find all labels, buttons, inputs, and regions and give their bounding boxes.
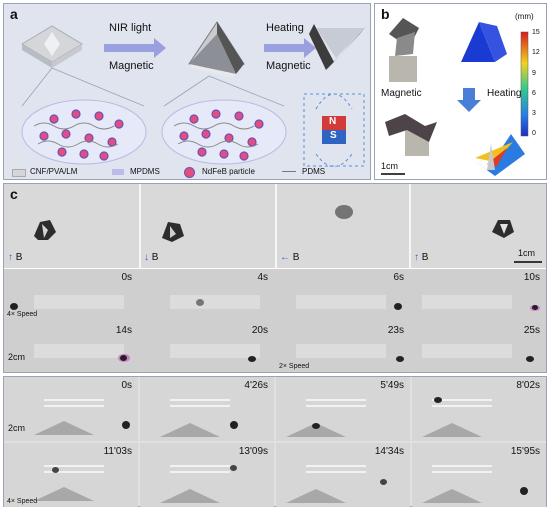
arrow-1-top-text: NIR light [109, 22, 152, 34]
robot-frame-2 [162, 222, 184, 242]
panel-e: e 0s 2cm 4'26s 5'49s 8'02s 11'03s 4× [3, 376, 547, 507]
panel-e-frame: 4'26s [140, 377, 274, 441]
timestamp: 13'09s [238, 446, 268, 457]
timestamp: 14s [115, 325, 132, 336]
timestamp: 8'02s [516, 380, 540, 391]
panel-d-frame: 10s [412, 269, 546, 320]
panel-c-frames [34, 184, 542, 268]
panel-d-frame: 14s 2cm [4, 322, 138, 372]
heating-label: Heating [487, 88, 522, 99]
timestamp: 6s [393, 272, 404, 283]
legend-item: NdFeB particle [202, 167, 255, 176]
panel-e-frame: 11'03s 4× Speed [4, 443, 138, 507]
speed-label: 4× Speed [7, 311, 38, 318]
panel-d-frame: 0s 4× Speed [4, 269, 138, 320]
panel-b-illustration [381, 18, 529, 176]
opened-shape-icon [309, 24, 366, 70]
colorbar-tick: 15 [532, 29, 540, 36]
down-arrow-icon [457, 88, 481, 112]
scale-label: 1cm [381, 161, 399, 171]
colorbar-tick: 6 [532, 90, 536, 97]
timestamp: 4s [257, 272, 268, 283]
arrow-1-bottom-text: Magnetic [109, 60, 154, 72]
panel-e-frame: 8'02s [412, 377, 546, 441]
panel-b-label: b [381, 6, 390, 22]
panel-e-frame: 5'49s [276, 377, 410, 441]
colorbar-tick: 12 [532, 49, 540, 56]
colorbar [520, 31, 529, 137]
ndfeb-particles-2 [179, 109, 264, 161]
field-label-2: ↓ B [144, 252, 159, 263]
panel-d-frame: 23s 2× Speed [276, 322, 410, 372]
timestamp: 20s [251, 325, 268, 336]
ndfeb-particles-1 [39, 109, 124, 161]
panel-e-frame: 15'95s [412, 443, 546, 507]
panel-a-label: a [10, 6, 18, 22]
panel-e-frame: 13'09s [140, 443, 274, 507]
legend-item: PDMS [302, 167, 326, 176]
magnet-n-label: N [329, 116, 337, 127]
panel-d-frame: 20s [140, 322, 274, 372]
panel-c: c ↑ B ↓ B ← B ↑ B 1cm [4, 184, 546, 268]
panel-d: d 0s 4× Speed 4s 6s 10s 14s 2cm 20s 23s [4, 269, 546, 372]
field-label-1: ↑ B [8, 252, 23, 263]
timestamp: 25s [523, 325, 540, 336]
panel-e-scale: 2cm [8, 423, 26, 433]
robot-frame-4 [492, 220, 514, 238]
timestamp: 10s [523, 272, 540, 283]
arrow-2-icon [264, 38, 316, 58]
panel-a-illustration [21, 21, 366, 167]
robot-frame-1 [34, 220, 56, 240]
timestamp: 5'49s [380, 380, 404, 391]
panel-d-frame: 25s [412, 322, 546, 372]
panel-c-label: c [10, 186, 18, 202]
panel-b: b (mm) 15 12 9 [374, 3, 547, 180]
pdms-chains [33, 122, 259, 148]
panel-d-frame: 4s [140, 269, 274, 320]
arrow-2-bottom-text: Magnetic [266, 60, 311, 72]
magnetic-label: Magnetic [381, 88, 422, 99]
panel-e-frame: 0s 2cm [4, 377, 138, 441]
panel-e-frame: 14'34s [276, 443, 410, 507]
flat-sheet-icon [21, 25, 83, 68]
field-label-3: ← B [280, 252, 300, 263]
timestamp: 23s [387, 325, 404, 336]
arrow-1-icon [104, 38, 166, 58]
timestamp: 0s [121, 380, 132, 391]
arrow-2-top-text: Heating [266, 22, 304, 34]
timestamp: 14'34s [374, 446, 404, 457]
robot-frame-3 [335, 205, 353, 219]
colorbar-tick: 3 [532, 110, 536, 117]
colorbar-tick: 0 [532, 130, 536, 137]
pyramid-icon [188, 21, 245, 78]
speed-label: 2× Speed [279, 363, 310, 370]
colorbar-tick: 9 [532, 70, 536, 77]
legend-item: CNF/PVA/LM [30, 167, 78, 176]
timestamp: 0s [121, 272, 132, 283]
panel-d-scale: 2cm [8, 352, 26, 362]
panel-d-frame: 6s [276, 269, 410, 320]
field-label-4: ↑ B [414, 252, 429, 263]
timestamp: 11'03s [103, 446, 132, 457]
timestamp: 15'95s [510, 446, 540, 457]
legend-item: MPDMS [130, 167, 160, 176]
magnet-s-label: S [330, 130, 337, 141]
colorbar-unit: (mm) [515, 12, 534, 21]
panel-a: a [3, 3, 371, 180]
speed-label: 4× Speed [7, 498, 38, 505]
legend: CNF/PVA/LM MPDMS NdFeB particle PDMS [12, 167, 368, 179]
timestamp: 4'26s [244, 380, 268, 391]
panel-c-scale: 1cm [518, 248, 536, 258]
